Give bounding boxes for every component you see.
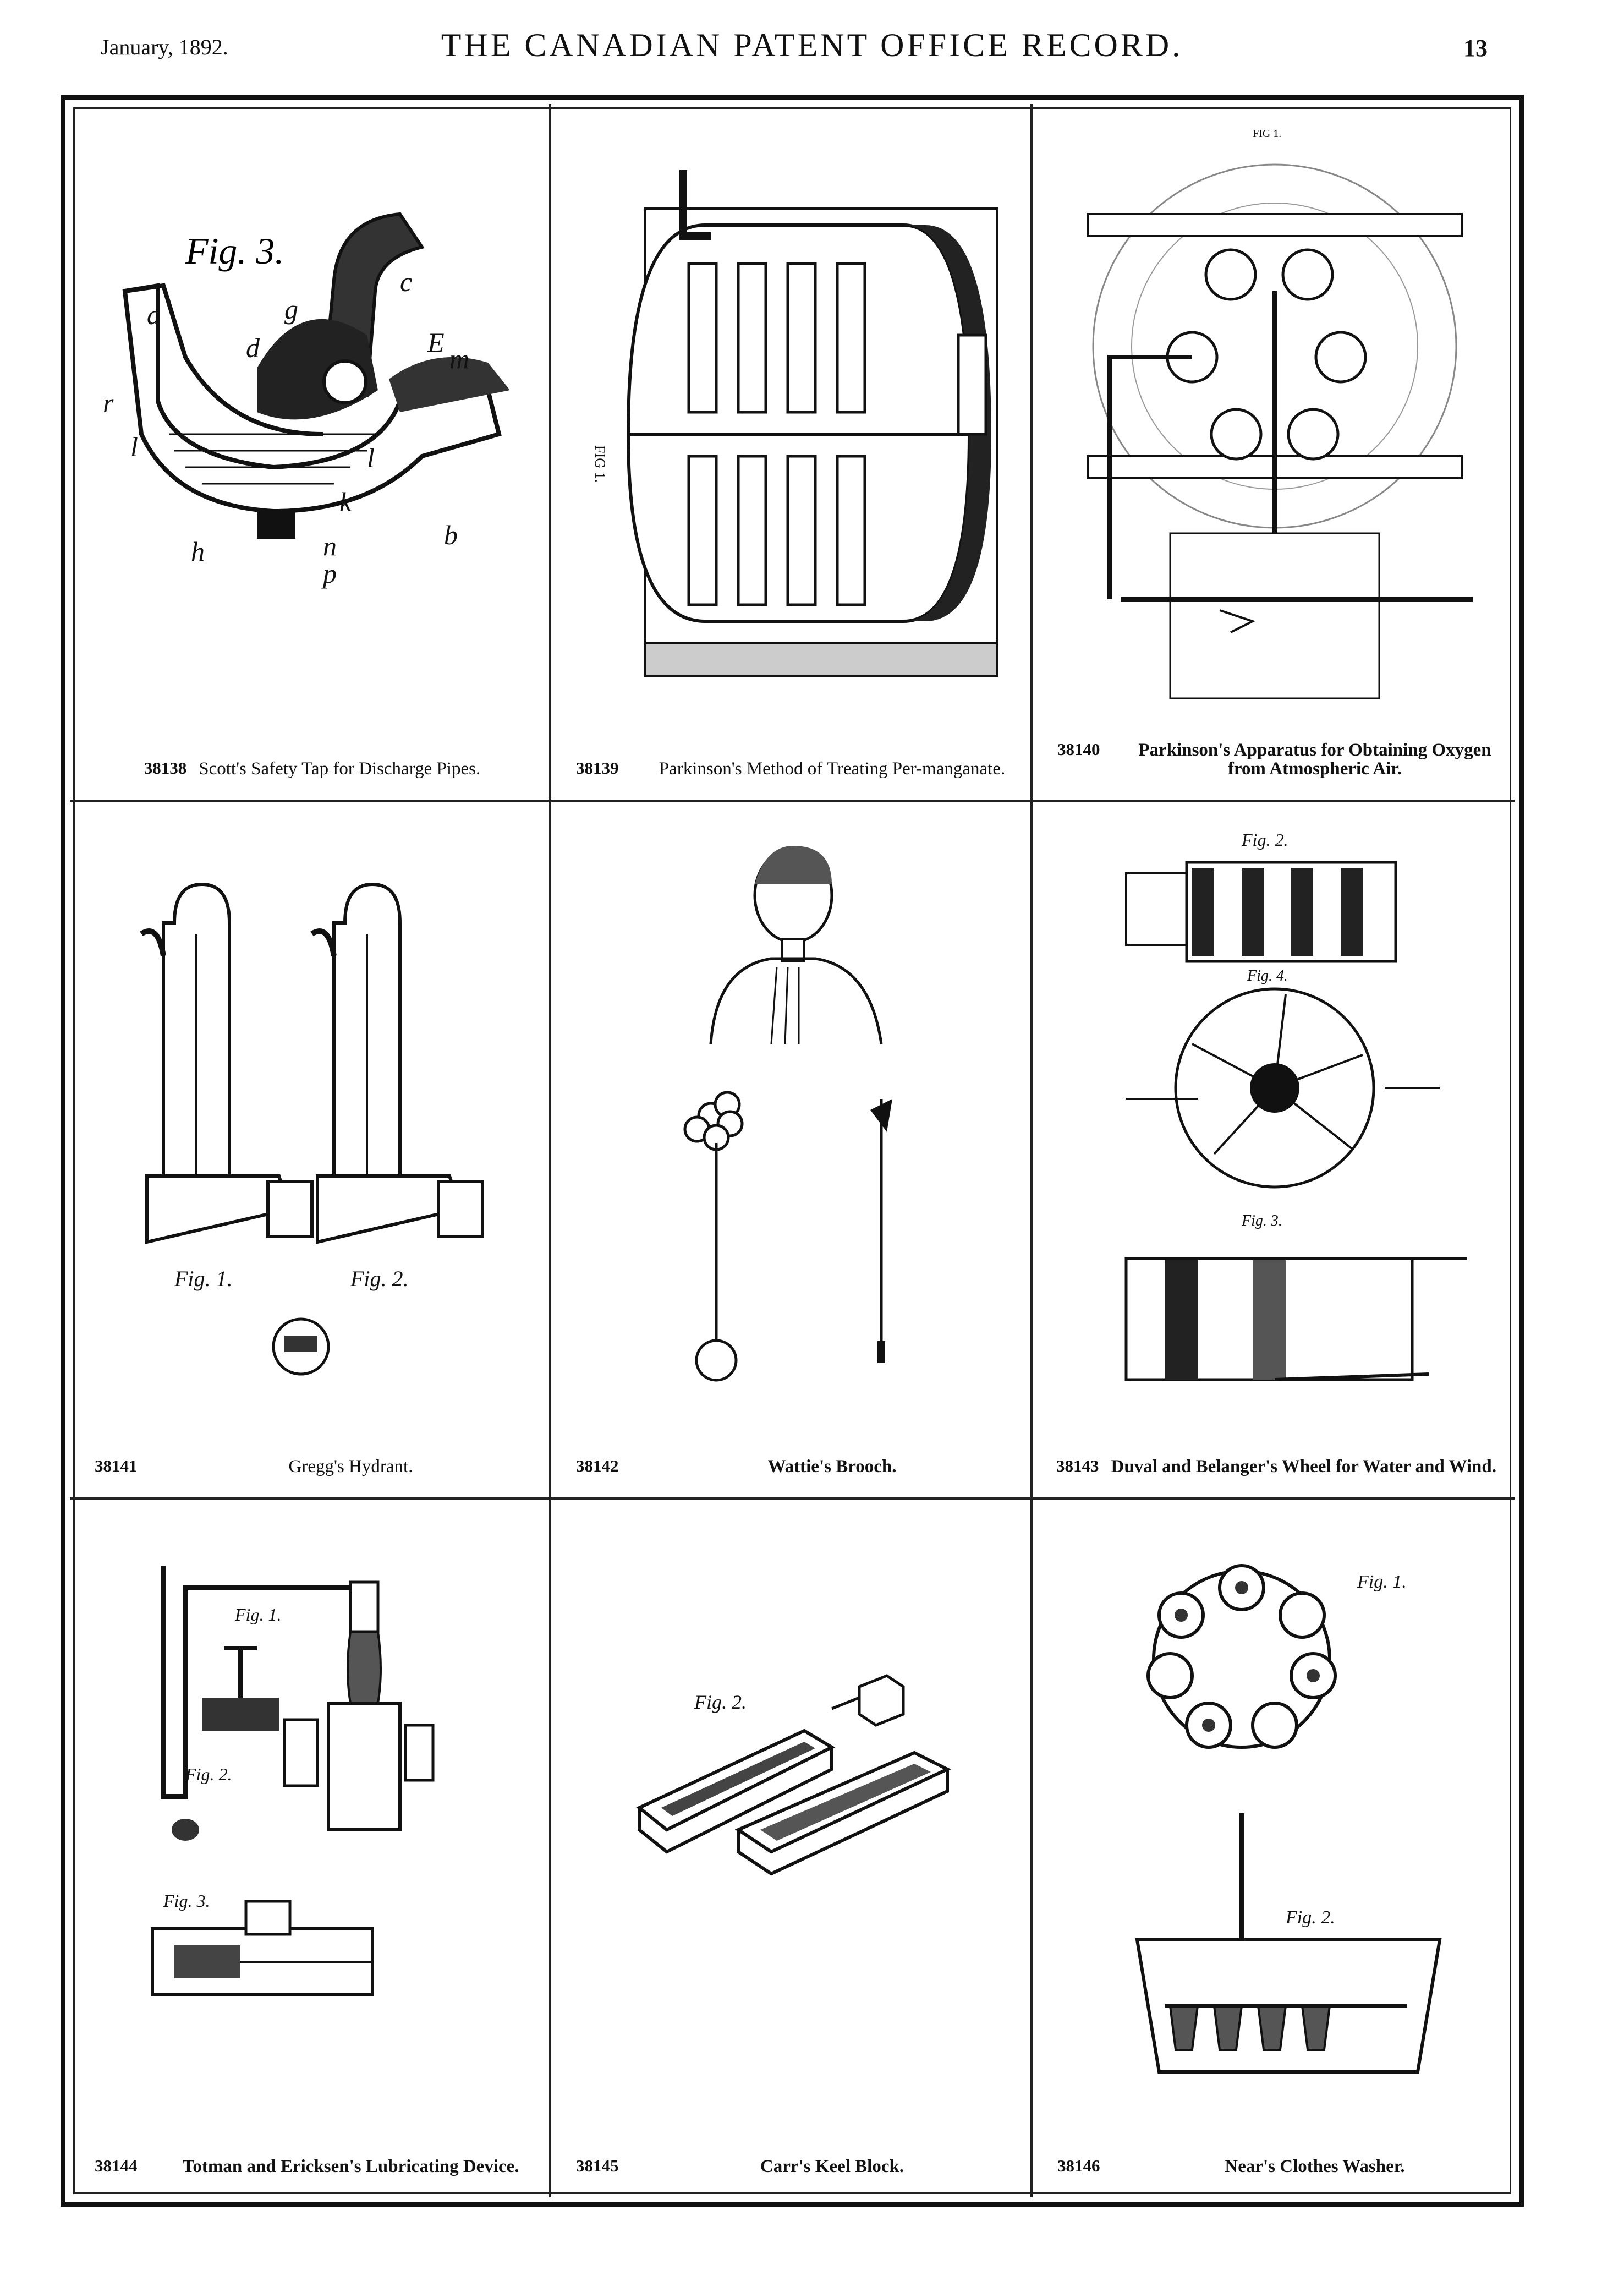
patent-number: 38144 (95, 2156, 138, 2176)
patent-caption: 38146 Near's Clothes Washer. (1057, 2157, 1495, 2176)
patent-title: Wattie's Brooch. (767, 1457, 897, 1477)
svg-text:c: c (400, 266, 412, 297)
fig-label: Fig. 2. (185, 1764, 232, 1784)
svg-text:l: l (130, 431, 138, 462)
patent-caption: 38144 Totman and Ericksen's Lubricating … (95, 2157, 530, 2176)
patent-cell-38139: FIG 1. 38139 Parkinson's Method of Treat… (551, 104, 1033, 802)
fig-label: Fig. 2. (1241, 830, 1288, 850)
patent-caption: 38138 Scott's Safety Tap for Discharge P… (95, 759, 530, 779)
header-title: THE CANADIAN PATENT OFFICE RECORD. (441, 27, 1183, 63)
svg-text:a: a (147, 299, 161, 330)
patent-number: 38140 (1057, 739, 1100, 759)
patent-cell-38142: 38142 Wattie's Brooch. (551, 802, 1033, 1500)
patent-caption: 38139 Parkinson's Method of Treating Per… (576, 759, 1011, 779)
hydrant-drawing: Fig. 1. Fig. 2. (140, 882, 484, 1376)
patent-title: Duval and Belanger's Wheel for Water and… (1111, 1457, 1496, 1477)
oxygen-apparatus-drawing: FIG 1. (1087, 128, 1473, 699)
patent-title: Parkinson's Method of Treating Per-manga… (659, 759, 1006, 779)
fig-label: Fig. 1. (234, 1605, 281, 1624)
fig-label: FIG 1. (1253, 128, 1281, 140)
fig-label: FIG 1. (592, 445, 608, 483)
svg-text:n: n (323, 530, 337, 561)
patent-number: 38139 (576, 758, 619, 778)
clothes-washer-drawing: Fig. 1. Fig. 2. (1135, 1564, 1442, 2074)
patent-number: 38142 (576, 1456, 619, 1476)
fig-label: Fig. 2. (350, 1266, 409, 1291)
patent-number: 38145 (576, 2156, 619, 2176)
patent-cell-38140: FIG 1. 38140 Parkinson's Apparatus for O… (1033, 104, 1515, 802)
patent-title: Totman and Ericksen's Lubricating Device… (182, 2157, 519, 2177)
fig-label: Fig. 1. (1357, 1572, 1407, 1592)
svg-text:p: p (321, 558, 337, 589)
permanganate-apparatus-drawing: FIG 1. (592, 170, 998, 677)
patent-number: 38141 (95, 1456, 138, 1476)
patent-caption: 38145 Carr's Keel Block. (576, 2157, 1011, 2176)
patent-title: Near's Clothes Washer. (1225, 2157, 1405, 2177)
patent-cell-38141: Fig. 1. Fig. 2. 38141 Gregg's Hydrant. (70, 802, 551, 1500)
patent-title: Parkinson's Apparatus for Obtaining Oxyg… (1138, 740, 1491, 779)
fig-label: Fig. 2. (694, 1691, 747, 1713)
lubricator-drawing: Fig. 1. Fig. 2. Fig. 3. (151, 1566, 435, 1996)
page-number: 13 (1463, 35, 1488, 62)
patent-cell-38145: Fig. 2. 38145 Carr's Keel Block. (551, 1500, 1033, 2197)
svg-text:h: h (191, 536, 205, 567)
fig-label: Fig. 3. (163, 1891, 210, 1911)
svg-text:l: l (367, 442, 375, 473)
svg-text:b: b (444, 519, 458, 550)
fig-label: Fig. 3. (1241, 1212, 1282, 1229)
fig-label: Fig. 3. (185, 230, 284, 272)
svg-text:g: g (284, 294, 298, 325)
patent-number: 38146 (1057, 2156, 1100, 2176)
svg-text:E: E (427, 327, 445, 358)
patent-caption: 38140 Parkinson's Apparatus for Obtainin… (1057, 739, 1495, 779)
patent-number: 38138 (144, 758, 187, 778)
page-header: January, 1892. THE CANADIAN PATENT OFFIC… (0, 0, 1624, 94)
page-frame (61, 95, 1524, 2207)
header-date: January, 1892. (101, 35, 228, 59)
fig-label: Fig. 1. (174, 1266, 233, 1291)
patent-caption: 38143 Duval and Belanger's Wheel for Wat… (1056, 1456, 1496, 1477)
patent-cell-38146: Fig. 1. Fig. 2. 38146 Near's Clothes Was… (1033, 1500, 1515, 2197)
patent-number: 38143 (1056, 1456, 1099, 1476)
patent-cell-38144: Fig. 1. Fig. 2. Fig. 3. 38144 Totman and… (70, 1500, 551, 2197)
patent-title: Carr's Keel Block. (760, 2157, 904, 2177)
svg-text:m: m (449, 343, 469, 374)
patent-cell-38143: Fig. 2. Fig. 4. Fig. 3. 38143 Duval and … (1033, 802, 1515, 1500)
brooch-drawing (683, 846, 892, 1382)
fig-label: Fig. 2. (1285, 1907, 1335, 1928)
svg-text:d: d (246, 332, 260, 363)
wheel-drawing: Fig. 2. Fig. 4. Fig. 3. (1124, 830, 1467, 1381)
patent-title: Gregg's Hydrant. (288, 1457, 413, 1477)
fig-label: Fig. 4. (1247, 967, 1288, 984)
keel-block-drawing: Fig. 2. (636, 1674, 951, 1876)
svg-text:k: k (339, 486, 352, 517)
patent-caption: 38141 Gregg's Hydrant. (95, 1457, 530, 1476)
svg-text:r: r (103, 387, 114, 418)
patent-caption: 38142 Wattie's Brooch. (576, 1457, 1011, 1476)
patent-title: Scott's Safety Tap for Discharge Pipes. (199, 759, 481, 779)
